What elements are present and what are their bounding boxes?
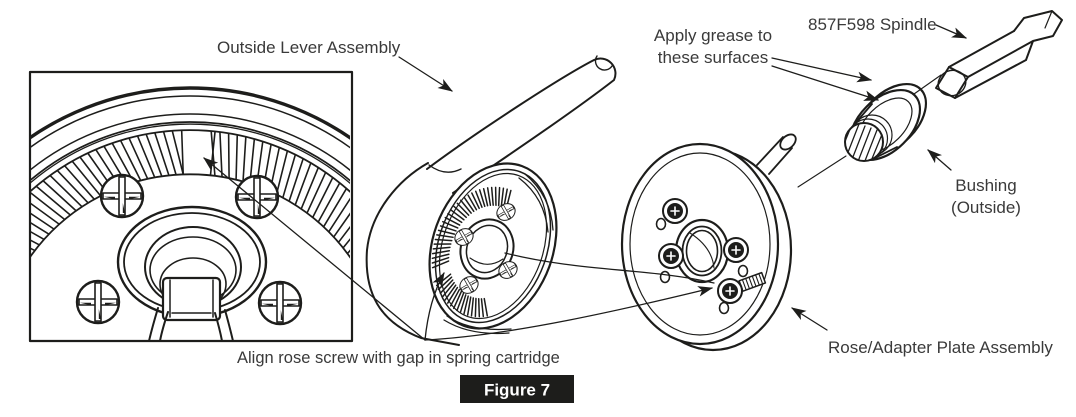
inset-hub: [116, 205, 268, 340]
phillips-screw: [75, 279, 121, 325]
spindle-square-hole: [161, 276, 222, 322]
spindle-label: 857F598 Spindle: [808, 15, 937, 34]
lever-handle: [426, 55, 617, 194]
plate-hole: [718, 301, 730, 315]
spindle-drawing: [935, 10, 1063, 99]
plate-inner-ring: [629, 152, 771, 336]
assembly-axis-line: [797, 74, 942, 188]
figure-caption: Figure 7: [460, 375, 574, 403]
rose-plate-arrow: [791, 307, 828, 331]
hole-to-screw-line: [504, 252, 715, 284]
socket-screw: [662, 198, 688, 224]
socket-screw: [658, 243, 684, 269]
bushing-label-line2: (Outside): [951, 198, 1021, 217]
rose-slot: [518, 173, 554, 233]
rose-adapter-plate-label: Rose/Adapter Plate Assembly: [828, 338, 1053, 357]
bushing-drawing: [844, 82, 928, 162]
spindle-arrow: [935, 24, 967, 39]
apply-grease-label-line1: Apply grease to: [654, 26, 772, 45]
rose-screw: [717, 271, 767, 304]
lever-spring-cartridge: [431, 186, 512, 318]
spindle-tip-tab: [1013, 10, 1063, 42]
lever-assembly-arrow: [398, 56, 453, 92]
bushing-label-line1: Bushing: [955, 176, 1016, 195]
plate-front-face: [620, 142, 780, 346]
right-yoke-leg: [214, 309, 234, 340]
plate-hole: [655, 217, 667, 231]
align-note-label: Align rose screw with gap in spring cart…: [237, 349, 560, 367]
figure-caption-bg: [460, 375, 574, 403]
align-arrow-rose-screw: [424, 286, 714, 341]
inset-detail-box: [28, 70, 354, 343]
bushing-arrow: [927, 149, 952, 171]
socket-screw: [723, 237, 749, 263]
mounting-post: [756, 133, 797, 175]
knurl-hatch: [845, 123, 883, 161]
lever-bell: [365, 162, 460, 346]
left-yoke-leg: [148, 307, 169, 340]
spindle-shaft: [948, 30, 1034, 99]
outside-lever-assembly-label: Outside Lever Assembly: [217, 38, 401, 57]
rose-adapter-plate-drawing: [620, 133, 797, 352]
grease-arrow-1: [771, 57, 873, 83]
phillips-screw: [234, 174, 280, 220]
inset-rose-rim: [31, 86, 350, 185]
align-arrow-lever-gap: [424, 272, 445, 341]
lever-rose-plate: [428, 162, 558, 335]
grease-arrow-2: [771, 65, 880, 101]
align-arrow-inset-gap: [203, 157, 426, 341]
spindle-bore-circle: [937, 69, 967, 97]
plate-hole: [737, 264, 749, 278]
outside-lever-assembly-drawing: [365, 55, 617, 346]
rose-slot: [443, 315, 512, 335]
phillips-screw: [99, 173, 145, 219]
apply-grease-label-line2: these surfaces: [658, 48, 769, 67]
leader-lines: [203, 24, 967, 341]
phillips-screw: [257, 280, 303, 326]
plate-hole: [659, 270, 671, 284]
figure-caption-text: Figure 7: [484, 381, 550, 400]
